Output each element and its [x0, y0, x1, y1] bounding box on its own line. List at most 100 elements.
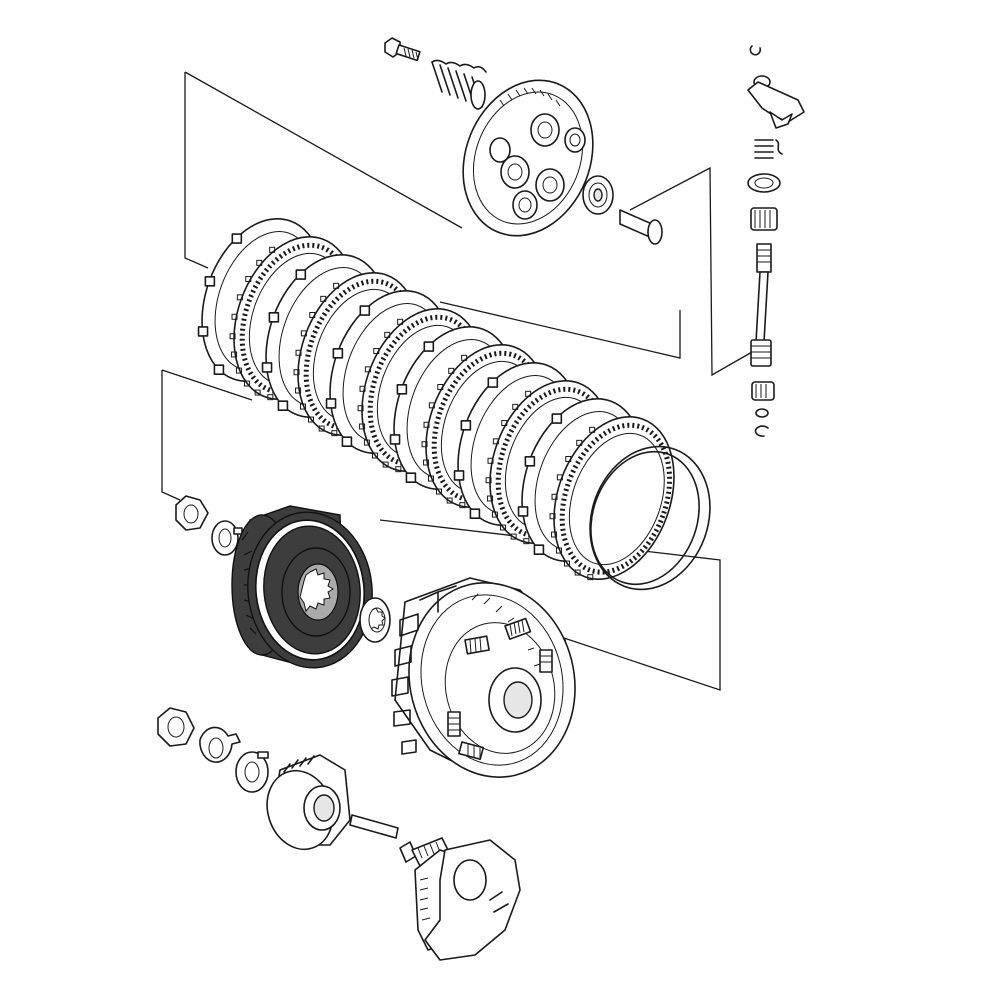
friction-lining-segment	[437, 384, 444, 391]
friction-lining-segment	[576, 439, 583, 446]
friction-lining-segment	[231, 351, 238, 358]
plate-tab	[213, 364, 225, 375]
friction-lining-segment	[421, 441, 428, 448]
friction-lining-segment	[487, 495, 494, 502]
plate-tab	[524, 456, 536, 467]
friction-lining-segment	[428, 402, 435, 409]
release-mechanism	[747, 45, 805, 437]
plate-tab	[359, 305, 371, 316]
wire-ring	[589, 445, 711, 591]
friction-lining-segment	[333, 282, 340, 289]
friction-lining-segment	[423, 459, 430, 466]
friction-lining-segment	[427, 475, 434, 482]
friction-lining-segment	[382, 461, 389, 468]
friction-lining-segment	[555, 547, 562, 554]
friction-lining-segment	[235, 367, 242, 374]
friction-lining-segment	[423, 421, 430, 428]
friction-lining-segment	[307, 416, 314, 423]
friction-lining-segment	[435, 488, 442, 495]
plate-tab	[423, 341, 435, 352]
friction-lining-segment	[300, 330, 307, 337]
upper-guide-frame	[184, 71, 753, 377]
friction-lining-segment	[499, 524, 506, 531]
friction-lining-segment	[551, 493, 558, 500]
spring-boss-2	[500, 155, 530, 189]
plate-tab	[332, 348, 344, 359]
friction-lining-segment	[587, 574, 594, 581]
plate-tab	[460, 420, 472, 431]
shaft-bearing	[751, 381, 775, 401]
friction-lining-segment	[295, 349, 302, 356]
spring-boss-4	[512, 190, 538, 220]
lower-nut	[157, 707, 195, 747]
friction-lining-segment	[299, 403, 306, 410]
friction-lining-segment	[384, 331, 391, 338]
clutch-spring	[431, 59, 487, 110]
friction-lining-segment	[269, 246, 276, 253]
friction-lining-segment	[359, 385, 366, 392]
plate-tab	[295, 269, 307, 280]
friction-lining-segment	[549, 513, 556, 520]
plate-tab	[389, 434, 401, 445]
plate-tab	[268, 312, 280, 323]
friction-lining-segment	[229, 333, 236, 340]
lower-lock-washer	[199, 726, 241, 763]
friction-lining-segment	[364, 366, 371, 373]
friction-lining-segment	[254, 389, 261, 396]
friction-lining-segment	[485, 477, 492, 484]
needle-bearing	[750, 207, 778, 231]
damper-spring-4	[458, 741, 485, 761]
plate-tab	[396, 384, 408, 395]
clutch-bolt	[384, 37, 421, 62]
lower-washer	[235, 751, 269, 793]
damper-spring-1	[504, 617, 532, 640]
friction-lining-segment	[461, 354, 468, 361]
plate-tab	[551, 413, 563, 424]
friction-lining-segment	[318, 425, 325, 432]
friction-lining-segment	[512, 403, 519, 410]
damper-spring-3	[447, 711, 461, 737]
friction-lining-segment	[245, 276, 252, 283]
friction-lining-segment	[267, 394, 274, 401]
friction-lining-segment	[487, 457, 494, 464]
friction-lining-segment	[256, 259, 263, 266]
friction-lining-segment	[501, 420, 508, 427]
friction-lining-segment	[551, 531, 558, 538]
friction-lining-segment	[395, 466, 402, 473]
spring-boss-1	[530, 113, 560, 147]
friction-lining-segment	[373, 348, 380, 355]
plate-tab	[231, 233, 243, 244]
clutch-basket	[391, 577, 576, 778]
damper-spring-5	[539, 649, 553, 673]
plate-tab	[277, 400, 289, 411]
release-shaft	[750, 243, 772, 367]
pressure-plate	[462, 79, 594, 237]
friction-lining-segment	[331, 430, 338, 437]
clutch-plate-stack	[197, 217, 675, 581]
friction-lining-segment	[448, 367, 455, 374]
friction-lining-segment	[363, 439, 370, 446]
friction-lining-segment	[371, 452, 378, 459]
friction-lining-segment	[563, 560, 570, 567]
plate-tab	[341, 436, 353, 447]
friction-lining-segment	[320, 295, 327, 302]
friction-lining-segment	[459, 502, 466, 509]
crankshaft-end	[399, 837, 521, 961]
friction-lining-segment	[236, 294, 243, 301]
friction-lining-segment	[397, 318, 404, 325]
plate-tab	[261, 362, 273, 373]
friction-lining-segment	[309, 312, 316, 319]
plate-tab	[204, 276, 216, 287]
hub-nut	[175, 495, 209, 531]
friction-lining-segment	[357, 405, 364, 412]
friction-lining-segment	[293, 369, 300, 376]
friction-lining-segment	[523, 538, 530, 545]
plate-tab	[453, 470, 465, 481]
spring-boss-3	[535, 168, 565, 202]
friction-lining-segment	[565, 456, 572, 463]
friction-lining-segment	[491, 511, 498, 518]
splined-washer	[359, 597, 391, 643]
woodruff-key	[349, 814, 399, 839]
primary-drive-gear	[266, 754, 351, 851]
